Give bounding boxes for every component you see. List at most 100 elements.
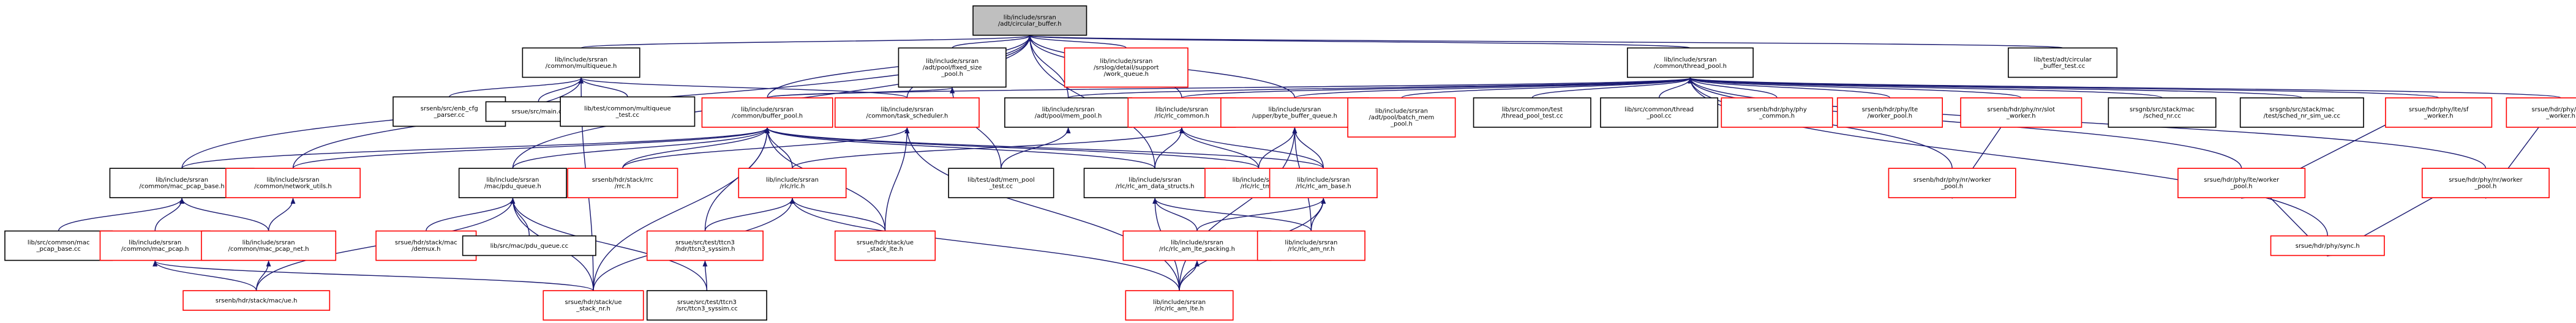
file-node-thread-pool[interactable]: lib/include/srsran/common/thread_pool.h [1626,47,1754,78]
node-label-line: lib/include/srsran [1153,299,1206,306]
node-box [2270,235,2385,256]
dependency-edge [1258,127,1297,169]
node-box [462,235,596,256]
node-box [2506,97,2576,128]
dependency-edge [765,127,1260,169]
file-node-batch-mem-pool: lib/include/srsran/adt/pool/batch_mem_po… [1347,97,1456,138]
node-box [1626,47,1754,78]
node-label-line: _common.h [1759,113,1795,119]
node-label-line: /mac/pdu_queue.h [484,184,541,190]
file-node-srslog-support: lib/include/srsran/srslog/detail/support… [1064,47,1188,88]
node-label-line: _pool.h [2474,184,2497,190]
node-label-line: srsue/src/test/ttcn3 [675,240,735,247]
node-box [1721,97,1833,128]
node-label-line: lib/include/srsran [1285,240,1337,247]
node-label-line: /demux.h [411,246,440,253]
dependency-edge [1292,127,1324,169]
node-label-line: srsue/src/test/ttcn3 [677,299,737,306]
node-box [201,230,337,261]
node-box [182,290,331,311]
node-label-line: _pool.h [941,71,963,78]
node-label-line: /common/task_scheduler.h [866,113,948,119]
node-box [1888,168,2016,199]
file-node-enb-lte-worker-pool-nr: srsenb/hdr/phy/nr/worker_pool.h [1888,168,2016,199]
node-label-line: srsue/hdr/phy/nr/sf [2532,106,2576,113]
node-box [1256,230,1365,261]
node-label-line: lib/include/srsran [1171,240,1223,247]
node-label-line: lib/test/common/multiqueue [584,105,671,112]
dependency-edge [1154,127,1185,169]
node-box [458,168,567,199]
node-label-line: lib/include/srsran [1233,177,1285,184]
node-label-line: lib/include/srsran [242,240,295,247]
dependency-edge [1688,77,1778,98]
node-label-line: lib/include/srsran [1375,108,1428,115]
dependency-edge [1531,77,1693,98]
file-node-multiqueue-test[interactable]: lib/test/common/multiqueue_test.cc [560,96,696,127]
node-label-line: /rrc.h [615,184,631,190]
node-label-line: lib/include/srsran [766,177,819,184]
file-node-ttcn3-syssim-cc[interactable]: srsue/src/test/ttcn3/src/ttcn3_syssim.cc [646,290,767,321]
node-label-line: /srslog/detail/support [1094,65,1158,72]
file-node-mem-pool[interactable]: lib/include/srsran/adt/pool/mem_pool.h [1004,97,1133,128]
node-box [2177,168,2306,199]
node-label-line: lib/include/srsran [1664,56,1716,63]
dependency-edge [580,35,1032,49]
node-box [2385,97,2493,128]
dependency-edge [579,77,908,98]
file-node-circular-buffer[interactable]: lib/include/srsran/adt/circular_buffer.h [972,5,1087,36]
file-node-thread-pool-cc[interactable]: lib/src/common/thread_pool.cc [1600,97,1719,128]
dependency-edge [1179,127,1297,291]
node-label-line: srsue/hdr/phy/lte/sf [2409,106,2469,113]
node-label-line: lib/include/srsran [1297,177,1350,184]
node-box [2008,47,2118,78]
node-box [567,168,678,199]
node-label-line: /rlc/rlc_am_base.h [1296,184,1351,190]
file-node-ue-nr-sf-worker: srsue/hdr/phy/nr/sf_worker.h [2506,97,2576,128]
dependency-edge [510,198,708,291]
node-box [1004,97,1133,128]
node-label-line: srsenb/hdr/phy/nr/worker [1913,177,1992,184]
dependency-edge [1294,77,1693,98]
dependency-edge [1152,198,1312,231]
node-label-line: /common/multiqueue.h [546,63,617,70]
node-label-line: _test.cc [989,184,1013,190]
dependency-edge [1688,77,2022,98]
node-label-line: _pcap_base.cc [36,246,81,253]
file-node-mem-pool-test[interactable]: lib/test/adt/mem_pool_test.cc [948,168,1054,199]
dependency-edge [1401,77,1693,98]
file-node-ue-demux: srsue/hdr/stack/mac/demux.h [375,230,477,261]
dependency-edge [765,127,1324,169]
node-label-line: lib/src/mac/pdu_queue.cc [490,243,569,250]
file-node-sched-nr-sim-ue[interactable]: srsgnb/src/stack/mac/test/sched_nr_sim_u… [2239,97,2364,128]
node-label-line: lib/src/common/mac [28,240,90,247]
file-node-rlc-am-nr: lib/include/srsran/rlc/rlc_am_nr.h [1256,230,1365,261]
dependency-edge [952,35,1032,49]
file-node-ue-lte-worker-pool: srsue/hdr/phy/lte/worker_pool.h [2177,168,2306,199]
node-box [1127,97,1236,128]
dependency-edge [512,127,770,169]
dependency-edge [152,260,257,291]
node-label-line: /adt/pool/fixed_size [923,65,982,72]
file-nodes: lib/include/srsran/adt/circular_buffer.h… [4,5,2576,321]
node-label-line: /rlc/rlc_am_nr.h [1288,246,1334,253]
file-node-thread-pool-test[interactable]: lib/src/common/test/thread_pool_test.cc [1473,97,1591,128]
node-box [1122,230,1272,261]
node-label-line: /adt/pool/batch_mem [1369,114,1435,121]
node-label-line: /rlc/rlc_tm.h [1241,184,1277,190]
node-label-line: lib/include/srsran [741,106,794,113]
file-node-pcap-base-cc[interactable]: lib/src/common/mac_pcap_base.cc [4,230,113,261]
file-node-fixed-size-pool[interactable]: lib/include/srsran/adt/pool/fixed_size_p… [898,47,1007,88]
file-node-pdu-queue-cc[interactable]: lib/src/mac/pdu_queue.cc [462,235,596,256]
node-label-line: _test.cc [615,112,639,119]
file-node-buffer-pool: lib/include/srsran/common/buffer_pool.h [701,97,833,128]
dependency-edge [426,198,516,231]
node-label-line: _pool.cc [1646,113,1672,119]
node-label-line: srsue/src/main.cc [512,109,566,116]
file-node-sched-nr[interactable]: srsgnb/src/stack/mac/sched_nr.cc [2108,97,2217,128]
file-node-mac-pdu-queue[interactable]: lib/include/srsran/mac/pdu_queue.h [458,168,567,199]
file-node-circular-buffer-test[interactable]: lib/test/adt/circular_buffer_test.cc [2008,47,2118,78]
node-label-line: _pool.h [1390,121,1413,128]
file-node-multiqueue[interactable]: lib/include/srsran/common/multiqueue.h [522,47,640,78]
